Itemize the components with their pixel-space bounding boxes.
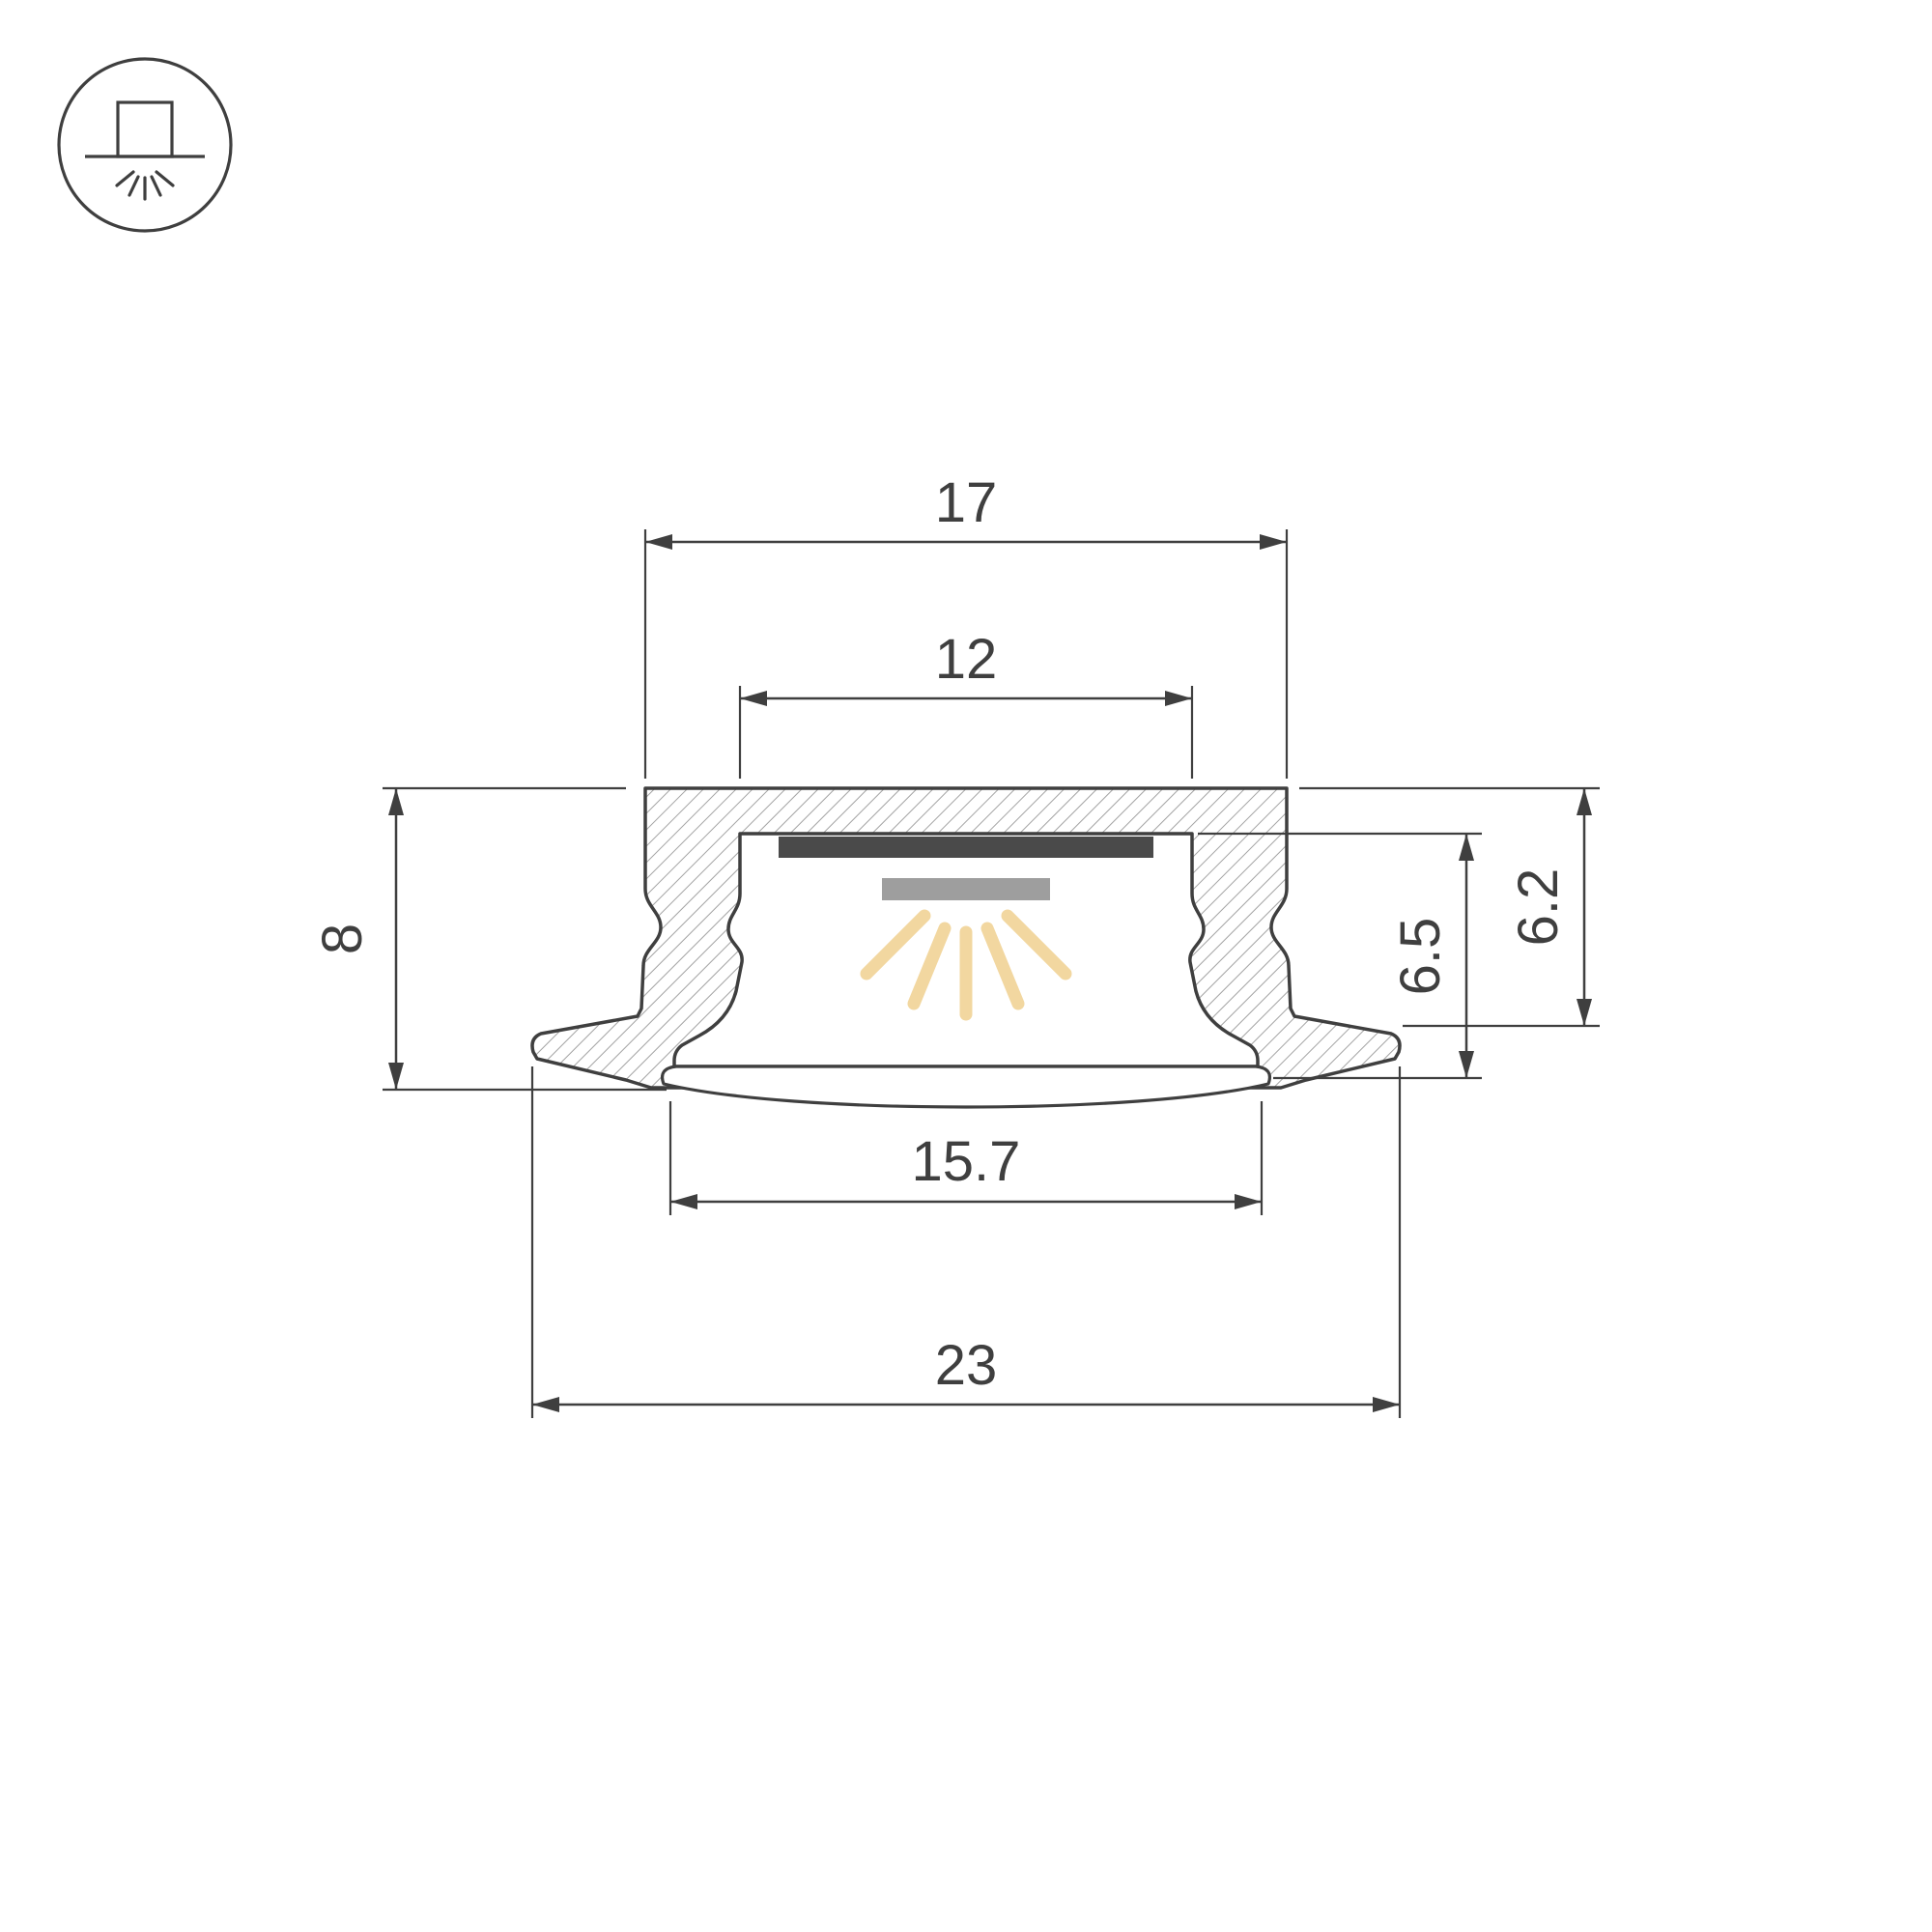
led-pcb (779, 837, 1153, 858)
dim-opening-width: 12 (738, 628, 1194, 779)
dim-arrow (1260, 534, 1287, 550)
dim-arrow (1165, 691, 1192, 706)
light-ray (860, 909, 931, 980)
dim-opening-width-label: 12 (935, 628, 998, 691)
dim-diffuser-width-label: 15.7 (912, 1130, 1021, 1193)
recessed-light-icon (57, 57, 233, 233)
dim-arrow (1373, 1397, 1400, 1412)
dim-arrow (532, 1397, 559, 1412)
dim-top-width-label: 17 (935, 471, 998, 534)
dim-overall-width: 23 (530, 1066, 1402, 1418)
icon-circle (57, 57, 233, 233)
dim-arrow (1577, 788, 1592, 815)
icon-profile-square (116, 100, 174, 158)
dim-recess-depth: 6.2 (1299, 786, 1600, 1028)
dim-overall-width-label: 23 (935, 1334, 998, 1397)
dim-arrow (645, 534, 672, 550)
dim-arrow (670, 1194, 697, 1209)
profile-diffuser (660, 1065, 1272, 1109)
dim-inner-height-label: 6.5 (1389, 918, 1452, 996)
dim-arrow (388, 788, 404, 815)
dim-arrow (1235, 1194, 1262, 1209)
dim-inner-height: 6.5 (1198, 832, 1482, 1080)
light-ray (1001, 909, 1072, 980)
dim-recess-depth-label: 6.2 (1507, 868, 1570, 947)
icon-light-rays (115, 170, 175, 201)
dim-overall-height-label: 8 (311, 923, 374, 954)
light-ray (907, 922, 952, 1010)
light-ray (980, 922, 1025, 1010)
dim-arrow (388, 1063, 404, 1090)
dim-overall-height: 8 (311, 786, 667, 1092)
led-strip (882, 878, 1050, 900)
dim-diffuser-width: 15.7 (668, 1101, 1264, 1215)
light-rays (860, 909, 1072, 1021)
dim-arrow (1577, 999, 1592, 1026)
dim-top-width: 17 (643, 471, 1289, 779)
dim-arrow (1459, 834, 1474, 861)
dim-arrow (1459, 1051, 1474, 1078)
dim-arrow (740, 691, 767, 706)
